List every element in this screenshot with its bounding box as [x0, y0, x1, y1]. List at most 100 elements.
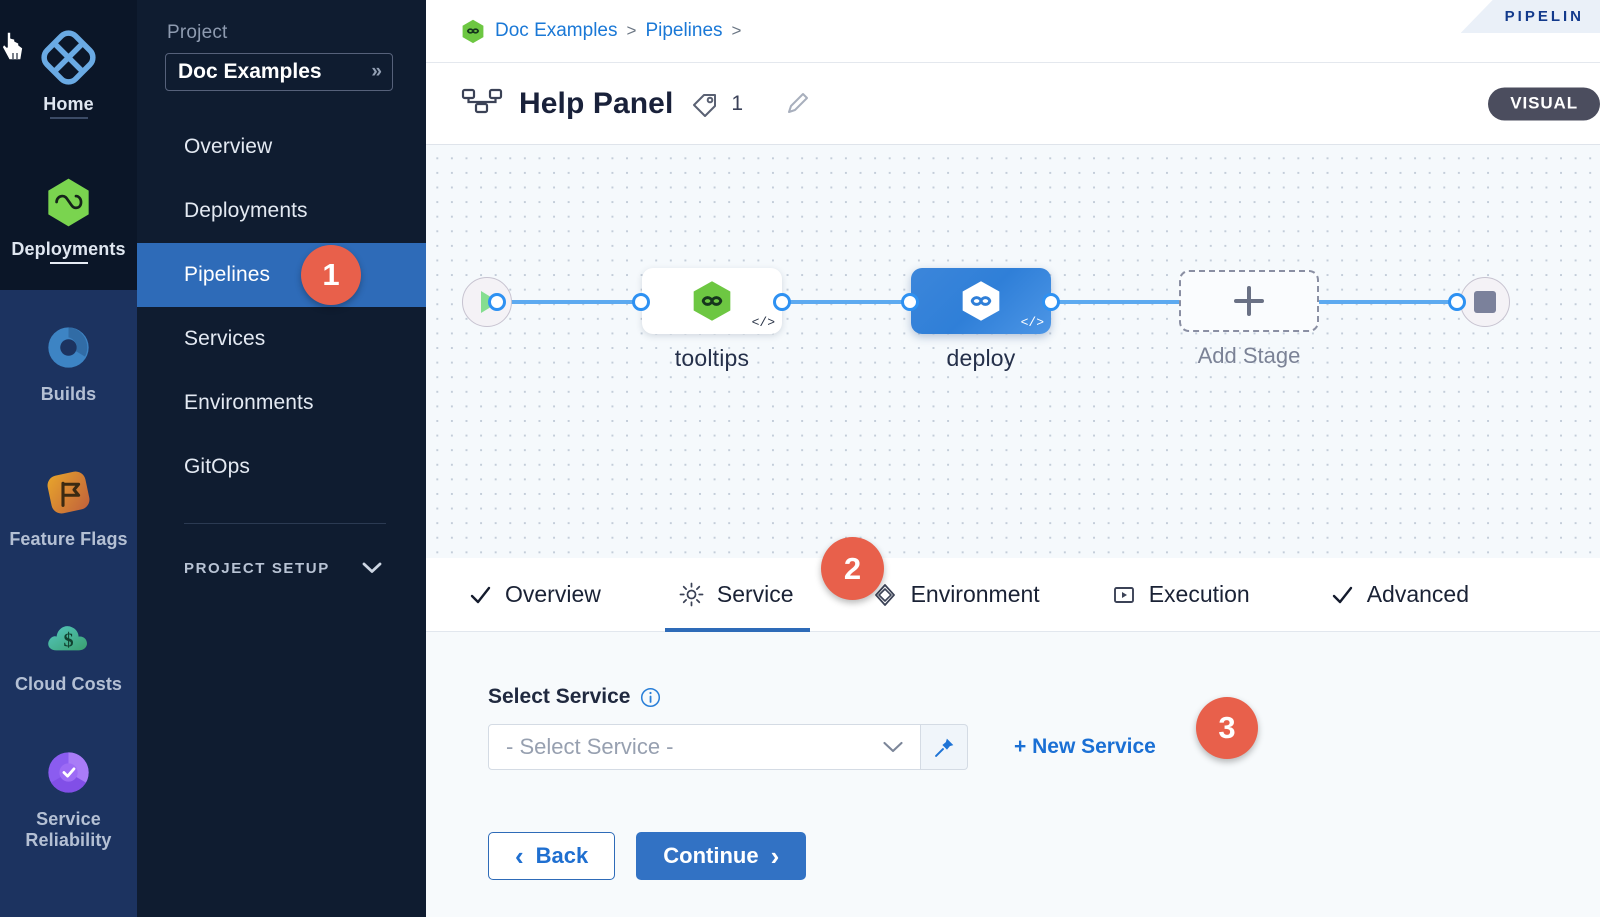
chevron-down-icon	[362, 562, 382, 573]
callout-badge-3: 3	[1196, 697, 1258, 759]
breadcrumb: Doc Examples > Pipelines > PIPELIN	[426, 0, 1600, 62]
play-box-icon	[1112, 583, 1136, 607]
deployments-hexagon-icon	[48, 178, 89, 227]
stage-label-deploy: deploy	[946, 345, 1016, 371]
rail-item-label: Home	[43, 94, 94, 115]
chevron-right-icon: ›	[770, 840, 780, 871]
gear-icon	[679, 582, 704, 607]
add-stage-button[interactable]	[1179, 270, 1319, 332]
thumbtack-icon	[934, 738, 953, 757]
rail-item-deployments[interactable]: Deployments	[0, 145, 137, 290]
project-name: Doc Examples	[178, 60, 322, 83]
tag-count: 1	[731, 91, 744, 115]
back-button[interactable]: ‹ Back	[488, 832, 616, 880]
rail-active-underline	[49, 117, 88, 119]
sidebar-item-gitops[interactable]: GitOps	[184, 455, 250, 478]
tab-label: Execution	[1148, 581, 1250, 607]
rail-filler	[0, 870, 137, 917]
check-icon	[1330, 583, 1354, 607]
callout-badge-2: 2	[821, 537, 884, 600]
stage-port-in[interactable]	[632, 293, 650, 311]
sidebar-item-environments[interactable]: Environments	[184, 391, 314, 414]
select-service-label: Select Service	[488, 685, 631, 708]
callout-badge-1: 1	[301, 245, 361, 305]
main-area: Doc Examples > Pipelines > PIPELIN Help …	[426, 0, 1600, 917]
module-rail: Home Deployments Builds	[0, 0, 137, 917]
pipeline-studio-tab[interactable]: PIPELIN	[1460, 0, 1600, 33]
stage-tabs: Overview Service	[426, 558, 1600, 632]
breadcrumb-link-pipelines[interactable]: Pipelines	[645, 20, 723, 41]
connector-wire	[500, 300, 668, 304]
stage-port-in[interactable]	[901, 293, 919, 311]
code-view-marker: </>	[1020, 315, 1044, 330]
stage-port-out[interactable]	[1042, 293, 1060, 311]
tab-label: Environment	[910, 581, 1040, 607]
project-label: Project	[167, 22, 228, 43]
form-actions: ‹ Back Continue ›	[488, 832, 1600, 880]
tab-overview[interactable]: Overview	[468, 558, 601, 632]
builds-circle-icon	[48, 327, 89, 368]
stage-port-out[interactable]	[773, 293, 791, 311]
service-select[interactable]: - Select Service -	[488, 724, 921, 770]
rail-item-builds[interactable]: Builds	[0, 290, 137, 435]
info-icon[interactable]	[640, 687, 661, 708]
sidebar-project-setup[interactable]: PROJECT SETUP	[137, 548, 426, 588]
view-mode-visual-toggle[interactable]: VISUAL	[1488, 87, 1600, 120]
rail-item-cloud-costs[interactable]: $ Cloud Costs	[0, 580, 137, 725]
connector-wire	[786, 300, 922, 304]
tab-environment[interactable]: Environment	[872, 558, 1040, 632]
tag-icon[interactable]	[691, 90, 719, 118]
rail-item-feature-flags[interactable]: Feature Flags	[0, 435, 137, 580]
chevron-left-icon: ‹	[515, 840, 524, 871]
page-title: Help Panel	[519, 86, 674, 120]
continue-button[interactable]: Continue ›	[636, 832, 807, 880]
service-form-pane: Select Service - Select Service -	[426, 632, 1600, 917]
continue-button-label: Continue	[663, 843, 759, 868]
stage-node-deploy[interactable]: </>	[911, 268, 1051, 334]
code-view-marker: </>	[751, 315, 775, 330]
sidebar-item-overview[interactable]: Overview	[184, 135, 273, 158]
chevron-down-icon	[883, 741, 903, 753]
tab-label: Advanced	[1366, 581, 1470, 607]
new-service-link[interactable]: + New Service	[1014, 735, 1156, 758]
end-node-port[interactable]	[1448, 293, 1466, 311]
tab-label: Overview	[505, 581, 601, 607]
sidebar-item-deployments[interactable]: Deployments	[184, 199, 308, 222]
tab-service[interactable]: Service	[664, 558, 810, 632]
pin-runtime-input-button[interactable]	[921, 724, 968, 770]
sidebar-item-services[interactable]: Services	[184, 327, 266, 350]
deployments-hexagon-icon	[962, 281, 1000, 321]
edit-pencil-icon[interactable]	[783, 90, 811, 118]
rail-item-label: Deployments	[11, 239, 126, 260]
rail-item-label: Service Reliability	[25, 808, 112, 850]
layers-diamond-icon	[872, 582, 898, 608]
plus-icon	[1247, 286, 1251, 316]
pipeline-canvas[interactable]: </> tooltips </> deploy Add Stage	[426, 145, 1600, 558]
service-field-row: - Select Service - + New Service	[488, 724, 1600, 770]
sidebar-divider	[184, 523, 386, 524]
home-diamond-icon	[41, 30, 96, 85]
sidebar-item-pipelines[interactable]: Pipelines	[137, 243, 426, 307]
stage-label-tooltips: tooltips	[674, 345, 750, 371]
service-select-group: - Select Service -	[488, 724, 968, 770]
check-icon	[468, 583, 492, 607]
breadcrumb-link-project[interactable]: Doc Examples	[495, 20, 618, 41]
select-service-label-row: Select Service	[488, 685, 1600, 709]
rail-item-service-reliability[interactable]: Service Reliability	[0, 725, 137, 870]
project-sidebar: Project Doc Examples » Overview Deployme…	[137, 0, 426, 917]
tab-advanced[interactable]: Advanced	[1330, 558, 1469, 632]
project-selector[interactable]: Doc Examples »	[165, 53, 393, 91]
end-node[interactable]	[1460, 277, 1510, 327]
cloud-costs-icon: $	[48, 626, 87, 652]
breadcrumb-separator: >	[626, 21, 637, 40]
service-select-value: - Select Service -	[506, 734, 674, 759]
project-hexagon-icon	[462, 19, 484, 44]
stage-node-tooltips[interactable]: </>	[642, 268, 782, 334]
start-node-port[interactable]	[488, 293, 506, 311]
rail-item-home[interactable]: Home	[0, 0, 137, 145]
tab-execution[interactable]: Execution	[1112, 558, 1250, 632]
back-button-label: Back	[535, 843, 589, 868]
connector-wire	[1318, 300, 1458, 304]
feature-flags-icon	[47, 471, 90, 514]
